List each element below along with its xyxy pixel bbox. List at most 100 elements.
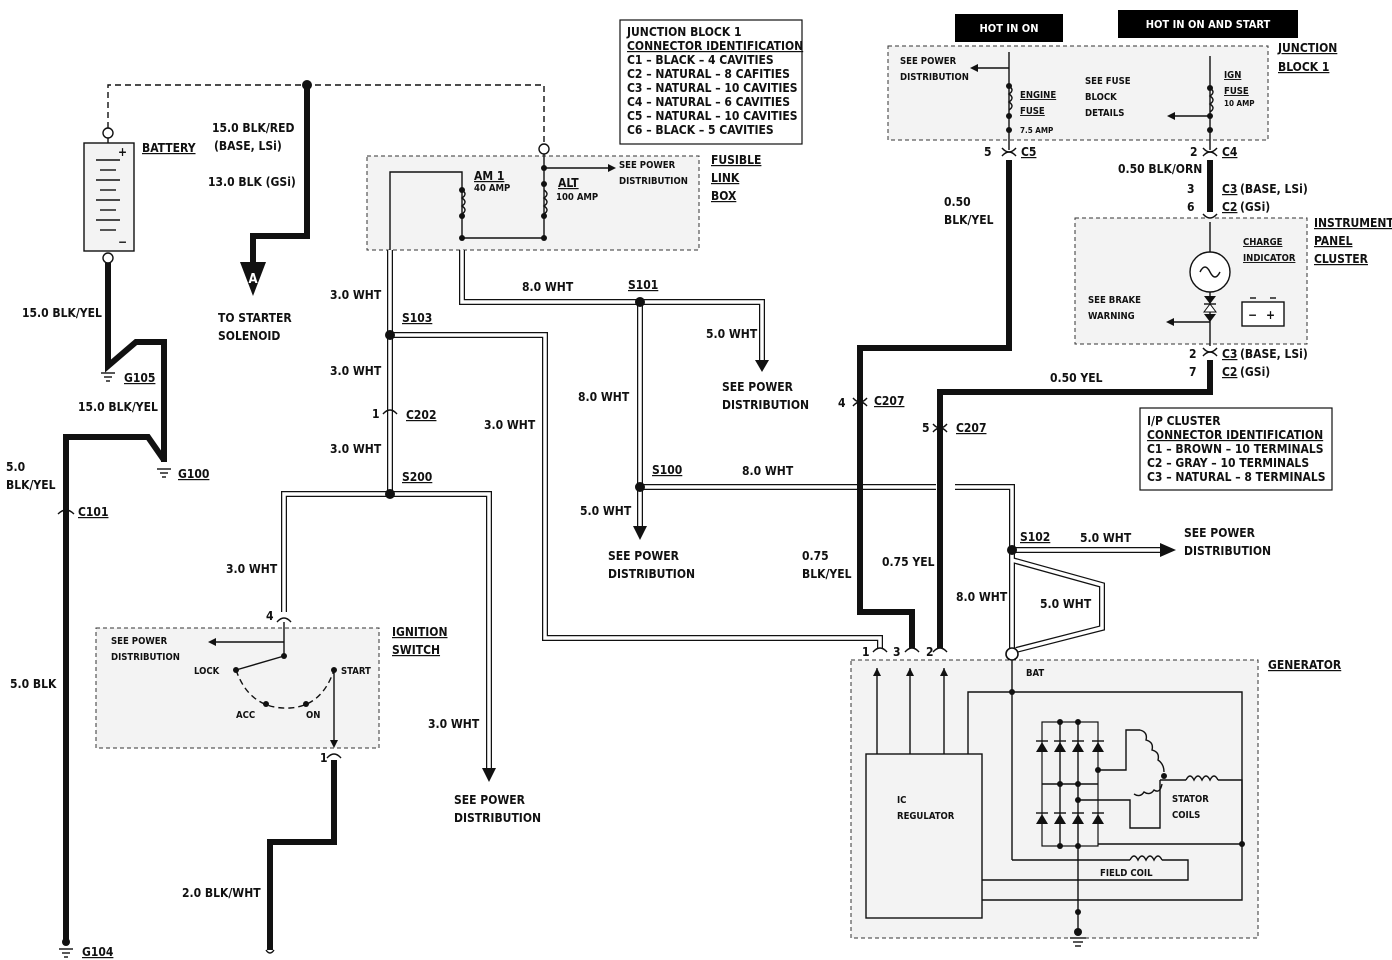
stator-coils: [1078, 729, 1243, 844]
ground-symbol: [101, 372, 115, 382]
switch-on: ON: [306, 710, 320, 721]
ic-label: IC: [897, 795, 906, 806]
ignition-label: SWITCH: [392, 643, 440, 657]
wire-label: 3.0 WHT: [330, 288, 382, 302]
pin-label: 5: [922, 421, 930, 435]
am1-amp: 40 AMP: [474, 183, 510, 194]
white-wires: [281, 250, 1160, 770]
svg-text:−: −: [118, 235, 127, 249]
junction-id-table: [619, 19, 803, 145]
junction-id-row: C2 – NATURAL – 8 CAFITIES: [627, 67, 790, 81]
pin-label: 4: [838, 396, 846, 410]
fusible-label: BOX: [711, 189, 737, 203]
wire-label: 5.0 WHT: [706, 327, 758, 341]
bat-terminal: [1005, 647, 1019, 661]
starter-label: TO STARTER: [218, 311, 292, 325]
splice-label: S101: [628, 278, 658, 292]
see-power-label: DISTRIBUTION: [722, 398, 809, 412]
ign-fuse-label: FUSE: [1224, 86, 1249, 97]
fusible-label: LINK: [711, 171, 740, 185]
splice-label: S100: [652, 463, 682, 477]
wire-label: 5.0 WHT: [580, 504, 632, 518]
brake-label: SEE BRAKE: [1088, 295, 1141, 306]
wire-label: 3.0 WHT: [330, 364, 382, 378]
fuse-block-label: SEE FUSE: [1085, 76, 1131, 87]
splice-label: S102: [1020, 530, 1050, 544]
wire-label: 0.75: [802, 549, 829, 563]
fuse-block-label: BLOCK: [1085, 92, 1117, 103]
connector-note: (BASE, LSi): [1240, 182, 1308, 196]
svg-text:+: +: [118, 145, 127, 159]
connector-label: C101: [78, 505, 108, 519]
fusible-label: FUSIBLE: [711, 153, 761, 167]
connector-label: C207: [956, 421, 986, 435]
charge-label: INDICATOR: [1243, 253, 1296, 264]
pin-label: 2: [926, 645, 934, 659]
wire-label: 0.50 BLK/ORN: [1118, 162, 1202, 176]
hot-in-on-start-label: HOT IN ON AND START: [1146, 18, 1271, 31]
junction-id-title: JUNCTION BLOCK 1: [626, 25, 742, 39]
wire-label: 5.0 BLK: [10, 677, 57, 691]
pin-label: 5: [984, 145, 992, 159]
wire-label: 15.0 BLK/RED: [212, 121, 295, 135]
connector-label: C2: [1222, 200, 1237, 214]
connector-note: (GSi): [1240, 365, 1270, 379]
svg-text:4: 4: [266, 609, 274, 623]
ground-label: G105: [124, 371, 155, 385]
wire-label: BLK/YEL: [802, 567, 852, 581]
cluster-id-row: C2 – GRAY – 10 TERMINALS: [1147, 456, 1309, 470]
junction-block-box: [887, 45, 1269, 141]
pin-label: 1: [862, 645, 870, 659]
pin-label: 1: [320, 751, 328, 765]
field-coil-label: FIELD COIL: [1100, 868, 1153, 879]
connector-a-arrow: [240, 262, 266, 296]
junction-label: JUNCTION: [1277, 41, 1337, 55]
ignition-label: IGNITION: [392, 625, 448, 639]
coils-label: COILS: [1172, 810, 1200, 821]
pin-label: 2: [1189, 347, 1197, 361]
switch-acc: ACC: [236, 710, 255, 721]
wire-label: 0.50: [944, 195, 971, 209]
battery-dashed-link: [107, 84, 545, 146]
engine-fuse-label: FUSE: [1020, 106, 1045, 117]
junction-label: BLOCK 1: [1278, 60, 1329, 74]
connector-note: (GSi): [1240, 200, 1270, 214]
pin-label: 1: [372, 407, 380, 421]
stator-label: STATOR: [1172, 794, 1209, 805]
svg-text:+: +: [1266, 308, 1275, 322]
battery-icon: −+: [1241, 297, 1285, 327]
brake-label: WARNING: [1088, 311, 1135, 322]
ground-label: G100: [178, 467, 209, 481]
connector-a-label: A: [248, 272, 257, 287]
battery-label: BATTERY: [142, 141, 196, 155]
engine-fuse-amp: 7.5 AMP: [1020, 126, 1053, 135]
see-power-label: SEE POWER: [900, 56, 957, 67]
ign-fuse-amp: 10 AMP: [1224, 99, 1255, 108]
wire-label: 0.75 YEL: [882, 555, 935, 569]
see-power-label: DISTRIBUTION: [619, 176, 688, 187]
see-power-label: DISTRIBUTION: [900, 72, 969, 83]
ground-symbol: [157, 468, 171, 478]
pin-label: 2: [1190, 145, 1198, 159]
ignition-switch: 4: [208, 609, 342, 759]
hot-in-on-bar: [955, 14, 1063, 42]
junction-id-row: C6 – BLACK – 5 CAVITIES: [627, 123, 774, 137]
fuse-block-label: DETAILS: [1085, 108, 1124, 119]
wire-label: 2.0 BLK/WHT: [182, 886, 261, 900]
junction-id-row: C5 – NATURAL – 10 CAVITIES: [627, 109, 798, 123]
bat-label: BAT: [1026, 668, 1044, 679]
connector-c202: [382, 409, 398, 415]
wire-starter: [250, 85, 310, 262]
see-power-label: DISTRIBUTION: [454, 811, 541, 825]
see-power-label: SEE POWER: [1184, 526, 1256, 540]
junction-id-row: C4 – NATURAL – 6 CAVITIES: [627, 95, 790, 109]
engine-fuse-label: ENGINE: [1020, 90, 1056, 101]
cluster-id-subtitle: CONNECTOR IDENTIFICATION: [1147, 428, 1323, 442]
wire-g104: [63, 434, 167, 940]
charge-label: CHARGE: [1243, 237, 1283, 248]
cluster-id-row: C3 – NATURAL – 8 TERMINALS: [1147, 470, 1326, 484]
hot-in-on-start-bar: [1118, 10, 1298, 38]
alt-label: ALT: [558, 176, 579, 190]
wire-starter-relay: [267, 760, 337, 950]
pin-label: 6: [1187, 200, 1195, 214]
